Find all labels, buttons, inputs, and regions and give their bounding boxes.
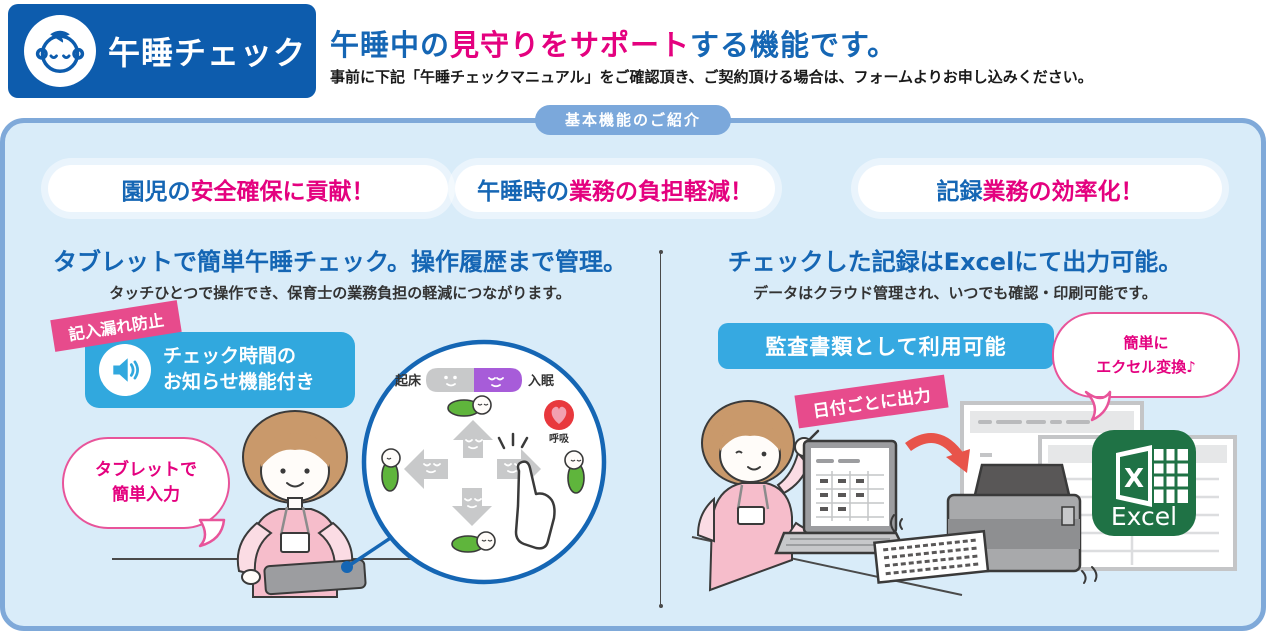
- product-name: 午睡チェック: [108, 34, 307, 72]
- title-part1: 午睡中の: [330, 28, 451, 62]
- check-ui-zoom-circle: 起床 入眠 呼吸: [361, 339, 607, 585]
- audit-badge: 監査書類として利用可能: [718, 323, 1054, 369]
- tablet: [263, 558, 367, 596]
- product-header: 午睡チェック: [8, 4, 316, 98]
- arrow-faces: [423, 439, 522, 509]
- printer: [873, 463, 1098, 584]
- page-subtitle: 事前に下記「午睡チェックマニュアル」をご確認頂き、ご契約頂ける場合は、フォームよ…: [330, 68, 1093, 86]
- red-arrow-icon: [905, 433, 965, 460]
- page-title: 午睡中の見守りをサポートする機能です。: [330, 22, 897, 64]
- tablet-bubble-tail: [198, 518, 226, 548]
- laptop: [774, 439, 909, 555]
- excel-bubble: 簡単に エクセル変換♪: [1052, 312, 1240, 398]
- right-heading: チェックした記録はExcelにて出力可能。: [727, 248, 1183, 276]
- notify-feature-text: チェック時間の お知らせ機能付き: [163, 344, 315, 395]
- pill-text-blue: 記録: [936, 178, 983, 205]
- sleeping-babies: [381, 395, 585, 553]
- baby-icon-circle: [24, 15, 96, 87]
- pill-text-pink: 業務の負担軽減！: [569, 178, 753, 205]
- sleeping-baby-face-icon: [35, 30, 85, 74]
- toggle-left-label: 起床: [394, 373, 422, 389]
- benefit-pill-records: 記録業務の効率化！: [858, 165, 1222, 212]
- bubble-line1: 簡単に: [1123, 334, 1169, 352]
- section-badge: 基本機能のご紹介: [534, 105, 732, 135]
- title-part2: する機能です。: [690, 28, 898, 62]
- left-heading: タブレットで簡単午睡チェック。操作履歴まで管理。: [52, 248, 628, 276]
- bubble-line2: エクセル変換♪: [1096, 358, 1196, 376]
- bubble-line1: タブレットで: [95, 459, 197, 480]
- excel-bubble-tail: [1084, 390, 1112, 422]
- excel-output-illustration: X Excel: [691, 395, 1237, 596]
- divider-dot-top: [658, 250, 663, 254]
- title-highlight: 見守りをサポート: [450, 28, 691, 62]
- notify-line1: チェック時間の: [163, 345, 297, 368]
- notify-line2: お知らせ機能付き: [163, 371, 315, 393]
- svg-text:X: X: [1124, 464, 1144, 494]
- caregiver-tablet-illustration: [236, 410, 367, 598]
- red-arrow-head: [946, 449, 970, 473]
- divider-dot-bottom: [658, 604, 663, 608]
- tablet-bubble: タブレットで 簡単入力: [62, 437, 230, 529]
- speaker-icon: [113, 358, 139, 382]
- excel-logo-icon: X Excel: [1092, 430, 1196, 536]
- column-divider: [660, 252, 661, 605]
- tap-sparks: [497, 432, 529, 450]
- pointing-hand-icon: [497, 432, 556, 550]
- pill-text-pink: 業務の効率化！: [982, 178, 1144, 205]
- heart-icon: [551, 406, 567, 424]
- left-subheading: タッチひとつで操作でき、保育士の業務負担の軽減につながります。: [109, 284, 571, 302]
- breath-button: 呼吸: [544, 400, 574, 445]
- pill-text-pink: 安全確保に貢献！: [190, 178, 375, 205]
- notify-feature-box: チェック時間の お知らせ機能付き: [85, 332, 355, 408]
- bubble-line2: 簡単入力: [112, 485, 180, 505]
- benefit-pill-workload: 午睡時の業務の負担軽減！: [455, 165, 775, 212]
- excel-label: Excel: [1111, 502, 1177, 531]
- sleep-wake-toggle: 起床 入眠: [394, 368, 554, 392]
- toggle-right-label: 入眠: [528, 374, 554, 389]
- pill-text-blue: 午睡時の: [477, 178, 569, 205]
- speaker-icon-circle: [99, 344, 151, 396]
- pill-text-blue: 園児の: [121, 178, 191, 205]
- breath-label: 呼吸: [549, 432, 570, 445]
- benefit-pill-safety: 園児の安全確保に貢献！: [48, 165, 448, 212]
- right-subheading: データはクラウド管理され、いつでも確認・印刷可能です。: [753, 284, 1157, 302]
